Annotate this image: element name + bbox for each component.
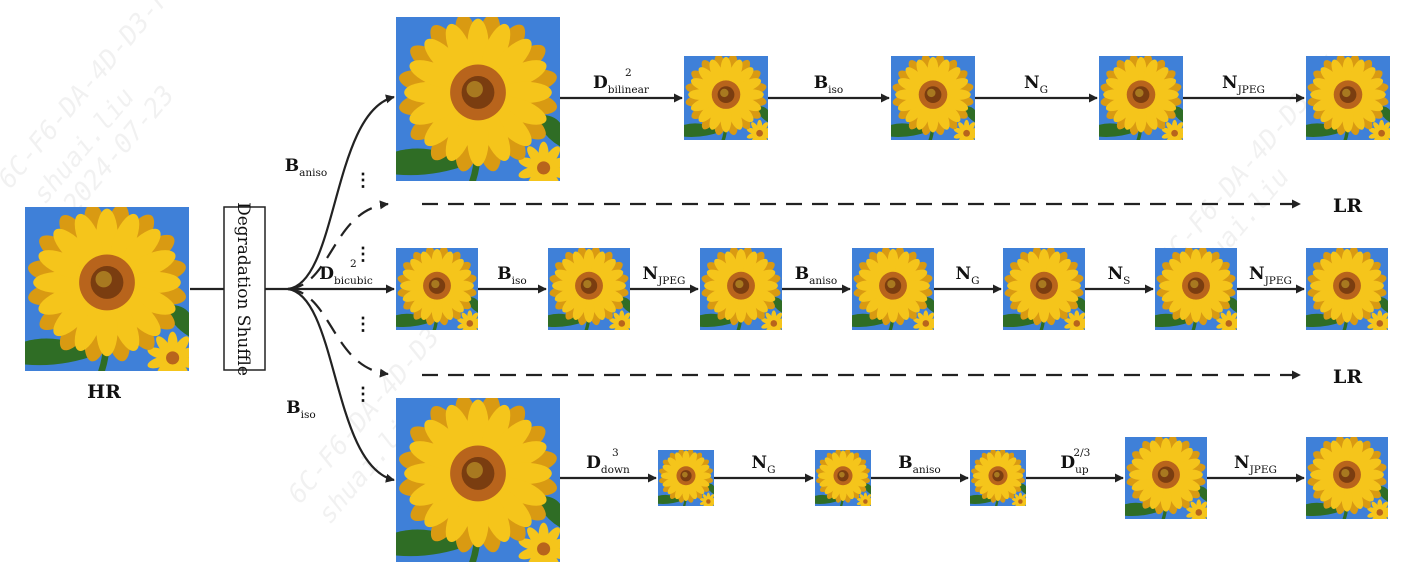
lr-label: LR [1333, 366, 1362, 388]
bottom-op-label: Ddown3 [586, 447, 630, 476]
degradation-shuffle-box: Degradation Shuffle [223, 202, 266, 376]
image-middle-stage-6 [1155, 248, 1237, 330]
image-bottom-stage-0 [396, 398, 561, 563]
bottom-op-label: Dup2/3 [1060, 447, 1090, 476]
image-middle-stage-7 [1306, 248, 1388, 330]
image-middle-stage-1 [396, 248, 478, 330]
hr-image [25, 207, 190, 372]
shuffle-label: Degradation Shuffle [233, 202, 253, 376]
image-top-stage-3 [1099, 56, 1184, 141]
middle-op-label: NJPEG [1249, 264, 1292, 287]
image-middle-stage-3 [700, 248, 782, 330]
image-bottom-stage-1 [658, 450, 715, 507]
connectors [190, 94, 1301, 483]
ellipsis-icon: ⋮ [354, 244, 372, 265]
branch-label-bottom-blur: Biso [286, 398, 316, 421]
middle-op-label: Baniso [795, 264, 838, 287]
top-op-label: Dbilinear2 [593, 67, 650, 96]
ellipsis-icon: ⋮ [354, 314, 372, 335]
image-middle-stage-5 [1003, 248, 1085, 330]
image-bottom-stage-5 [1306, 437, 1388, 519]
image-top-stage-1 [684, 56, 769, 141]
hr-label: HR [87, 381, 121, 403]
top-op-label: Biso [814, 73, 844, 96]
branch-top-arrow [287, 94, 395, 291]
image-tiles [25, 17, 1391, 563]
top-op-label: NJPEG [1222, 73, 1265, 96]
middle-op-label: NJPEG [643, 264, 686, 287]
image-top-stage-0 [396, 17, 561, 182]
image-bottom-stage-2 [815, 450, 872, 507]
ellipsis-icon: ⋮ [354, 384, 372, 405]
bottom-op-label: Baniso [898, 453, 941, 476]
bottom-op-label: NJPEG [1234, 453, 1277, 476]
middle-op-label: Biso [497, 264, 527, 287]
branch-dashed-upper-arrow [287, 200, 389, 291]
branch-label-top-blur: Baniso [285, 156, 328, 179]
branch-dashed-lower-arrow [287, 287, 389, 378]
image-middle-stage-2 [548, 248, 630, 330]
bottom-op-label: NG [752, 453, 776, 476]
branch-label-middle-downsample: Dbicubic2 [319, 258, 373, 287]
image-middle-stage-4 [852, 248, 934, 330]
image-top-stage-4 [1306, 56, 1391, 141]
shuffle-box-frame [223, 206, 266, 371]
middle-op-label: NS [1108, 264, 1131, 287]
top-op-label: NG [1024, 73, 1048, 96]
image-bottom-stage-3 [970, 450, 1027, 507]
image-bottom-stage-4 [1125, 437, 1207, 519]
lr-label: LR [1333, 195, 1362, 217]
middle-op-label: NG [956, 264, 980, 287]
image-top-stage-2 [891, 56, 976, 141]
branch-bottom-arrow [287, 287, 395, 483]
ellipsis-icon: ⋮ [354, 170, 372, 191]
chain-arrows [478, 93, 1305, 483]
